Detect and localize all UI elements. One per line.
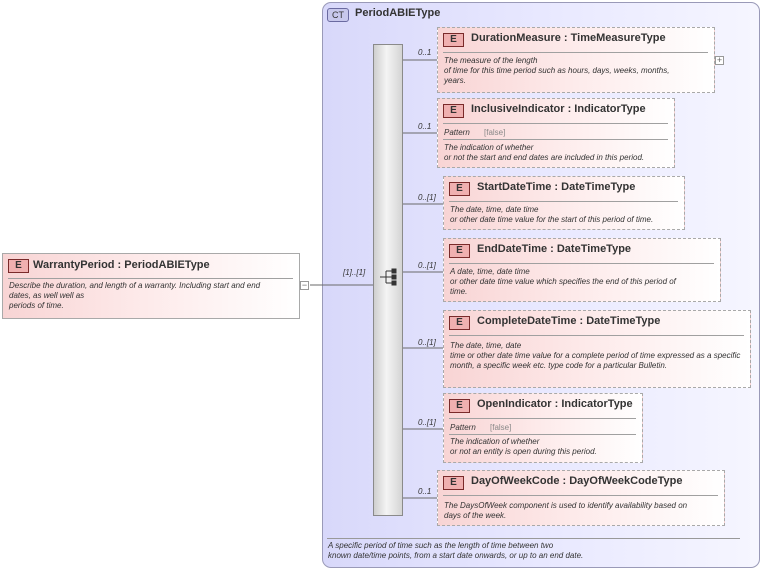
element-divider <box>443 139 668 140</box>
element-title: DurationMeasure : TimeMeasureType <box>471 32 666 44</box>
element-title: InclusiveIndicator : IndicatorType <box>471 103 646 115</box>
element-start-date-time[interactable]: E StartDateTime : DateTimeType The date,… <box>443 176 685 230</box>
element-cardinality: 0..[1] <box>418 261 436 270</box>
complex-type-documentation: A specific period of time such as the le… <box>328 541 584 560</box>
element-badge: E <box>443 104 464 118</box>
element-divider <box>449 418 636 419</box>
element-divider <box>449 434 636 435</box>
element-badge: E <box>449 399 470 413</box>
element-divider <box>8 278 293 279</box>
element-divider <box>449 263 714 264</box>
element-title: CompleteDateTime : DateTimeType <box>477 315 661 327</box>
element-title: WarrantyPeriod : PeriodABIEType <box>33 259 210 271</box>
element-day-of-week-code[interactable]: E DayOfWeekCode : DayOfWeekCodeType The … <box>437 470 725 526</box>
root-element-warranty-period[interactable]: E WarrantyPeriod : PeriodABIEType Descri… <box>2 253 300 319</box>
element-documentation: Describe the duration, and length of a w… <box>9 281 261 310</box>
pattern-label: Pattern <box>450 423 476 432</box>
element-cardinality: 0..[1] <box>418 193 436 202</box>
plus-icon[interactable]: + <box>715 55 724 65</box>
complex-type-title: PeriodABIEType <box>355 7 441 19</box>
element-documentation: The DaysOfWeek component is used to iden… <box>444 501 688 520</box>
sequence-bar <box>373 44 403 516</box>
element-badge: E <box>443 33 464 47</box>
complex-type-divider <box>327 538 740 539</box>
complex-type-badge: CT <box>327 8 349 22</box>
element-documentation: The measure of the length of time for th… <box>444 56 670 85</box>
element-documentation: The indication of whether or not an enti… <box>450 437 597 456</box>
pattern-value: [false] <box>490 423 512 432</box>
element-end-date-time[interactable]: E EndDateTime : DateTimeType A date, tim… <box>443 238 721 302</box>
element-badge: E <box>449 182 470 196</box>
root-cardinality: [1]..[1] <box>343 268 366 277</box>
element-documentation: The indication of whether or not the sta… <box>444 143 645 162</box>
element-badge: E <box>8 259 29 273</box>
pattern-label: Pattern <box>444 128 470 137</box>
element-title: EndDateTime : DateTimeType <box>477 243 632 255</box>
element-divider <box>443 123 668 124</box>
element-documentation: The date, time, date time or other date … <box>450 341 741 370</box>
element-duration-measure[interactable]: E DurationMeasure : TimeMeasureType The … <box>437 27 715 93</box>
element-title: StartDateTime : DateTimeType <box>477 181 636 193</box>
element-inclusive-indicator[interactable]: E InclusiveIndicator : IndicatorType Pat… <box>437 98 675 168</box>
element-title: DayOfWeekCode : DayOfWeekCodeType <box>471 475 683 487</box>
element-title: OpenIndicator : IndicatorType <box>477 398 633 410</box>
element-documentation: The date, time, date time or other date … <box>450 205 654 224</box>
element-badge: E <box>449 316 470 330</box>
element-cardinality: 0..1 <box>418 122 432 131</box>
element-divider <box>449 335 744 336</box>
element-badge: E <box>449 244 470 258</box>
element-cardinality: 0..[1] <box>418 338 436 347</box>
element-documentation: A date, time, date time or other date ti… <box>450 267 676 296</box>
element-cardinality: 0..1 <box>418 48 432 57</box>
element-divider <box>449 201 678 202</box>
element-divider <box>443 495 718 496</box>
element-complete-date-time[interactable]: E CompleteDateTime : DateTimeType The da… <box>443 310 751 388</box>
element-cardinality: 0..1 <box>418 487 432 496</box>
element-cardinality: 0..[1] <box>418 418 436 427</box>
element-open-indicator[interactable]: E OpenIndicator : IndicatorType Pattern … <box>443 393 643 463</box>
sequence-compositor-icon[interactable] <box>379 268 399 286</box>
element-divider <box>443 52 708 53</box>
element-badge: E <box>443 476 464 490</box>
pattern-value: [false] <box>484 128 506 137</box>
minus-icon[interactable]: − <box>300 280 309 290</box>
